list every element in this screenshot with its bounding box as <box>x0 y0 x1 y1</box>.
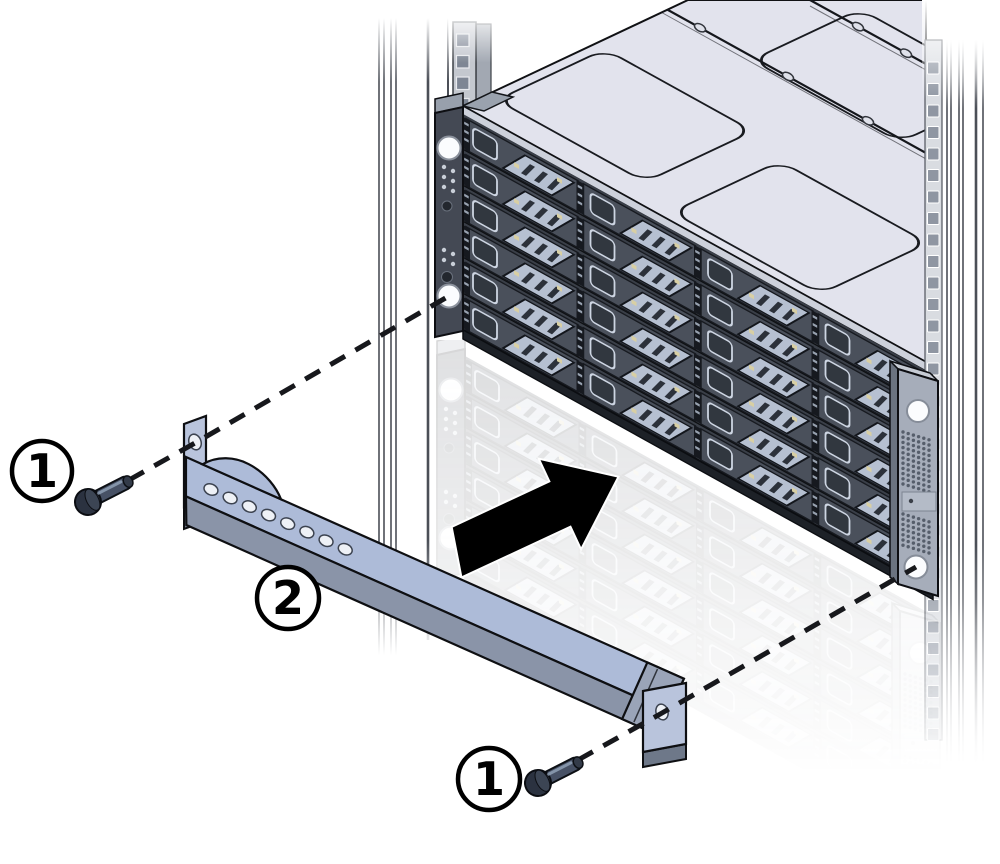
callout-trim: 2 <box>254 564 322 632</box>
callout-label-1-top: 1 <box>26 444 58 498</box>
top-access-panel-2 <box>679 165 921 290</box>
top-access-panel-1 <box>504 53 746 178</box>
callout-label-1-bottom: 1 <box>473 752 505 806</box>
callout-screw-top: 1 <box>9 438 75 504</box>
top-seam-screws <box>693 21 913 126</box>
callout-label-2: 2 <box>272 571 304 625</box>
dashed-line-bottom <box>576 564 918 763</box>
insert-direction-arrow <box>450 457 620 579</box>
chassis-corner-cap <box>460 91 516 112</box>
alignment-dashed-lines <box>127 293 918 763</box>
top-access-panel-3 <box>759 13 926 138</box>
callout-screw-bottom: 1 <box>455 745 523 813</box>
callouts: 1 2 1 <box>9 438 523 813</box>
chassis-top-cover <box>460 0 927 373</box>
trim-vent-holes <box>203 482 353 556</box>
trim-hump <box>200 457 283 502</box>
dashed-line-top <box>127 293 451 483</box>
